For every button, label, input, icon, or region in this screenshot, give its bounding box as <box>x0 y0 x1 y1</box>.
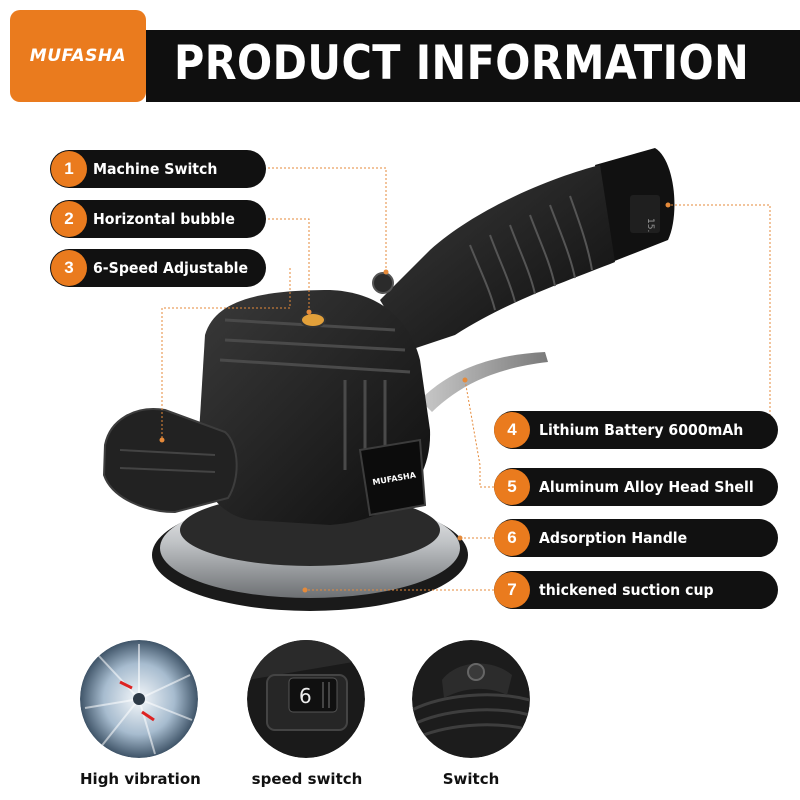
title-bar: PRODUCT INFORMATION <box>146 30 800 102</box>
callout-number: 3 <box>51 250 87 286</box>
callout-label: 6-Speed Adjustable <box>93 259 249 277</box>
switch-button <box>467 663 485 681</box>
callout-machine-switch: 1 Machine Switch <box>50 150 266 188</box>
feature-high-vibration-image <box>80 640 198 758</box>
callout-number: 6 <box>494 520 530 556</box>
horizontal-bubble <box>300 312 326 328</box>
callout-number: 1 <box>51 151 87 187</box>
adsorption-handle-shape <box>420 352 548 412</box>
callout-speed-adjustable: 3 6-Speed Adjustable <box>50 249 266 287</box>
callout-label: Lithium Battery 6000mAh <box>539 421 744 439</box>
callout-label: Aluminum Alloy Head Shell <box>539 478 754 496</box>
feature-high-vibration-label: High vibration <box>80 770 201 788</box>
machine-switch[interactable] <box>372 272 394 294</box>
callout-adsorption-handle: 6 Adsorption Handle <box>494 519 778 557</box>
callout-label: Machine Switch <box>93 160 218 178</box>
callout-horizontal-bubble: 2 Horizontal bubble <box>50 200 266 238</box>
grip <box>380 165 615 350</box>
callout-number: 4 <box>494 412 530 448</box>
callout-suction-cup: 7 thickened suction cup <box>494 571 778 609</box>
callout-label: Adsorption Handle <box>539 529 688 547</box>
page-title: PRODUCT INFORMATION <box>174 36 750 91</box>
callout-number: 7 <box>494 572 530 608</box>
callout-label: thickened suction cup <box>539 581 714 599</box>
feature-speed-switch-label: speed switch <box>251 770 363 788</box>
front-handle <box>102 408 238 514</box>
callout-head-shell: 5 Aluminum Alloy Head Shell <box>494 468 778 506</box>
battery-label: 15. <box>645 218 655 232</box>
brand-logo: MUFASHA <box>10 10 146 102</box>
callout-lithium-battery: 4 Lithium Battery 6000mAh <box>494 411 778 449</box>
feature-speed-switch-image: 6 <box>247 640 365 758</box>
brand-name: MUFASHA <box>29 46 127 66</box>
feature-switch-label: Switch <box>442 770 500 788</box>
speed-dial-value: 6 <box>299 684 312 708</box>
callout-label: Horizontal bubble <box>93 210 235 228</box>
feature-switch-image <box>412 640 530 758</box>
callout-number: 2 <box>51 201 87 237</box>
callout-number: 5 <box>494 469 530 505</box>
